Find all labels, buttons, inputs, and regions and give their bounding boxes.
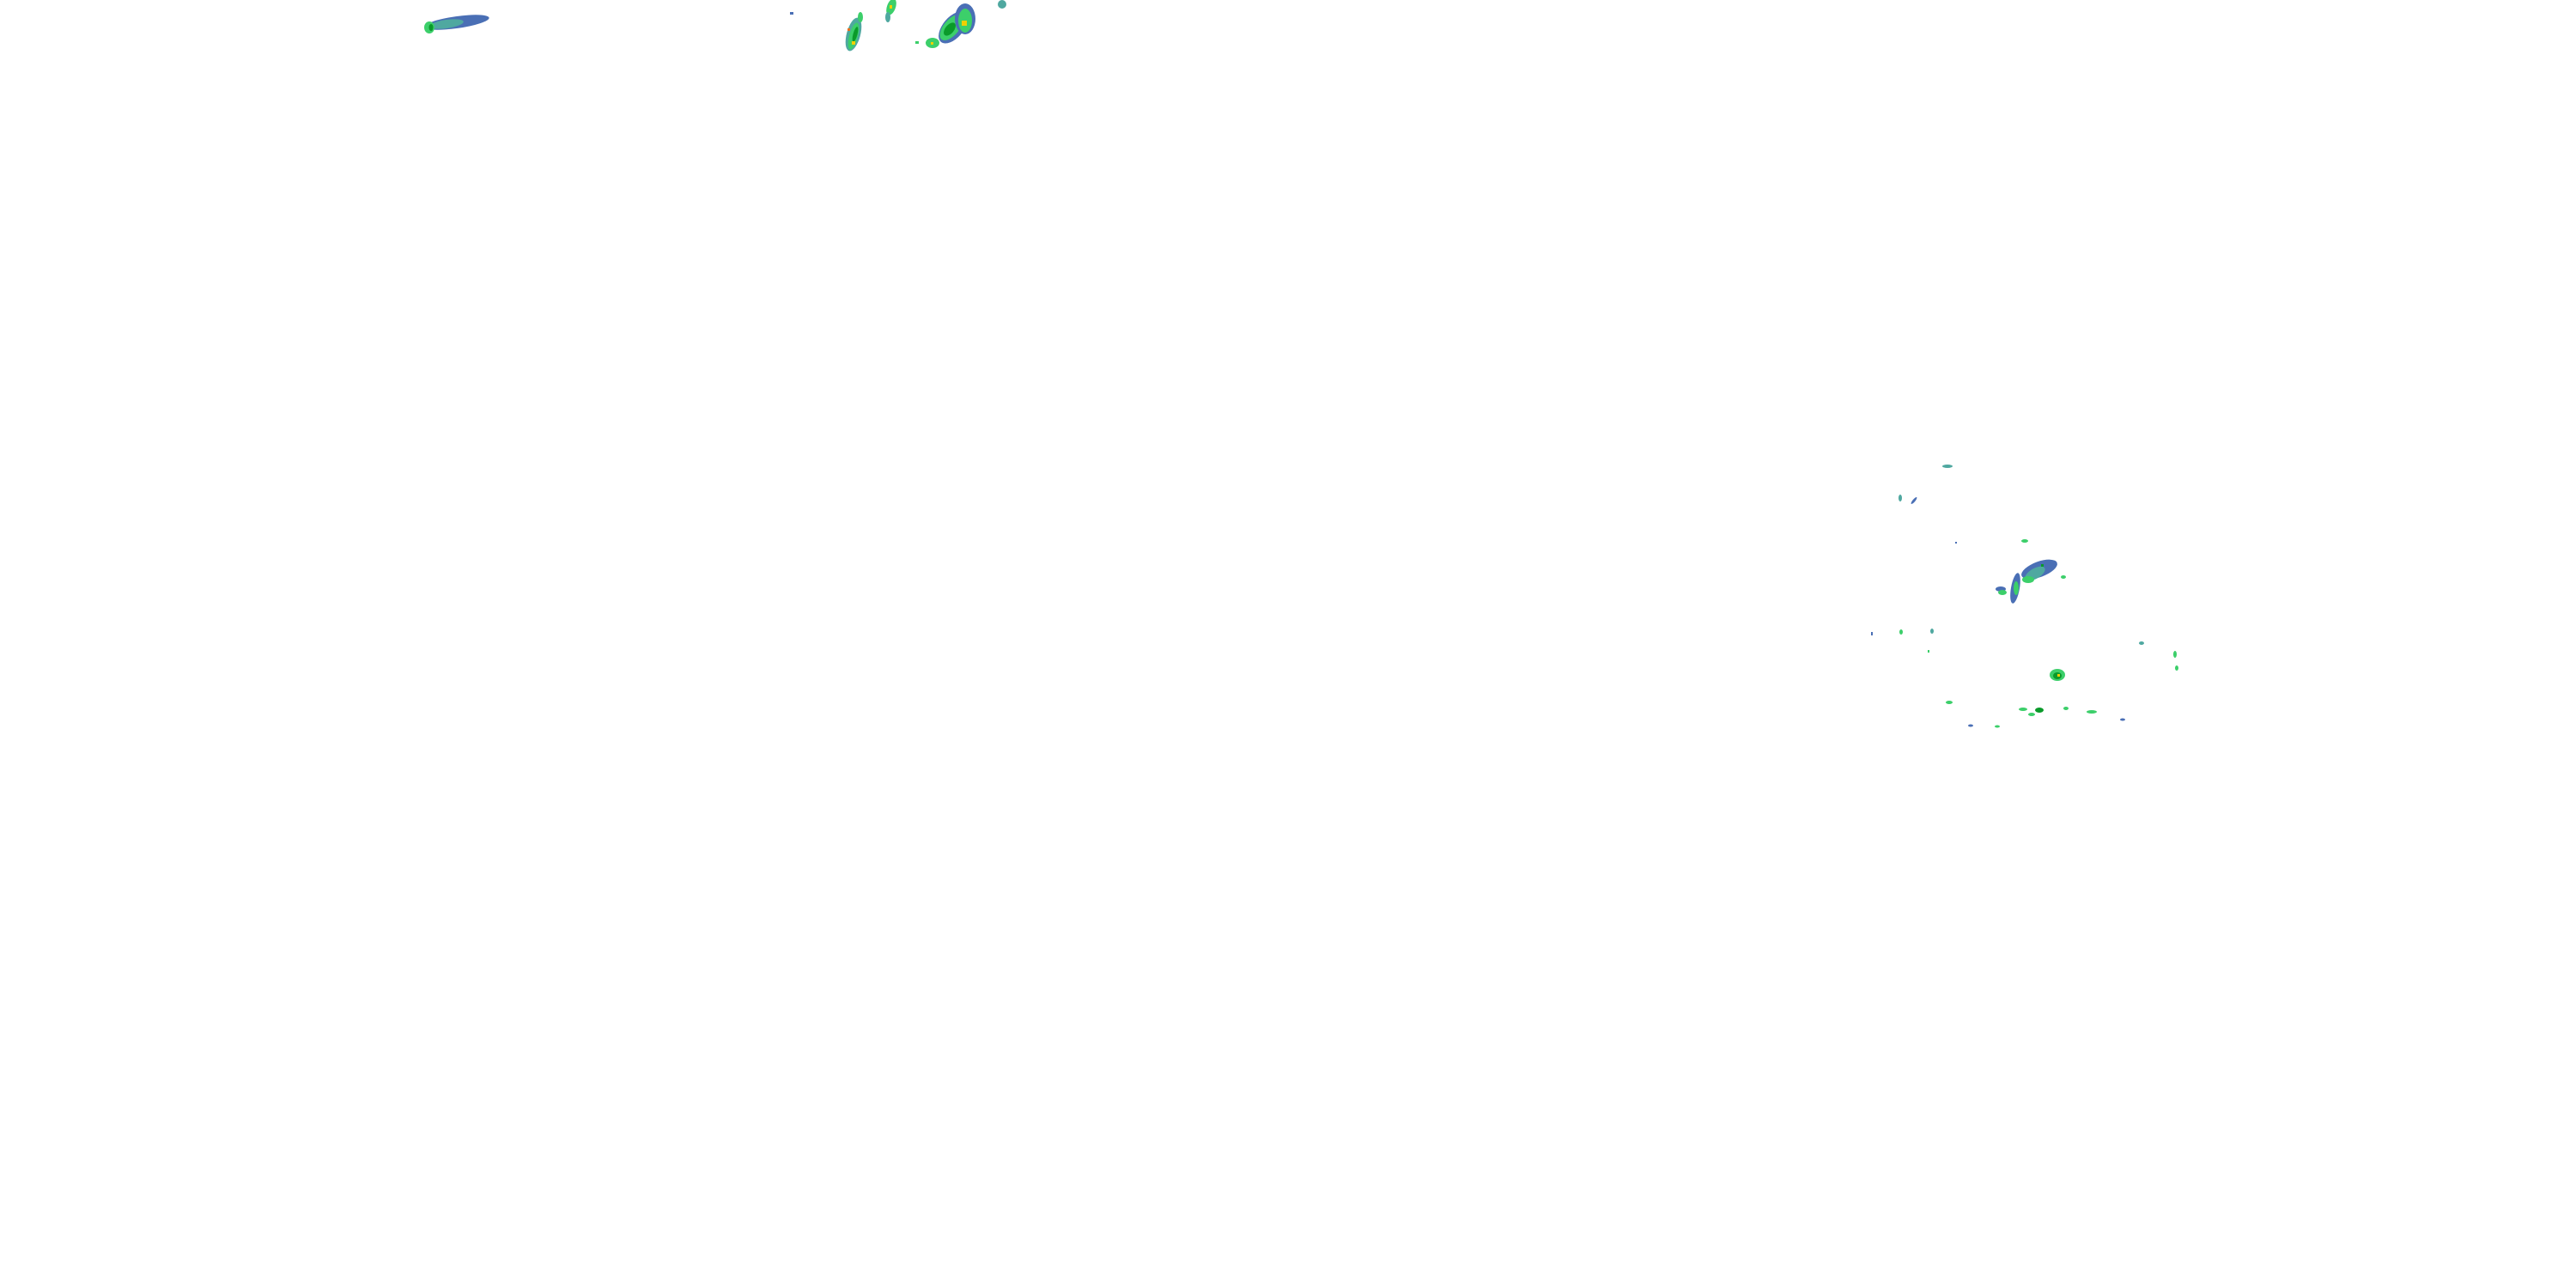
radar-echo <box>790 12 793 15</box>
radar-echo <box>2028 713 2035 716</box>
radar-echo <box>915 41 919 44</box>
radar-echo <box>428 24 434 31</box>
radar-echo <box>2014 581 2019 595</box>
radar-echo <box>1995 725 2000 728</box>
radar-echo <box>1955 542 1957 544</box>
radar-echo <box>1942 465 1953 468</box>
radar-echo <box>1946 701 1953 704</box>
radar-echo <box>2041 564 2044 567</box>
radar-echo <box>2063 707 2069 710</box>
radar-echo <box>858 12 863 22</box>
radar-echo <box>1968 724 1973 727</box>
radar-echo <box>1928 650 1929 653</box>
radar-echo <box>998 0 1006 9</box>
storm-cells-north <box>790 0 1006 52</box>
echo-band-northwest <box>424 15 489 33</box>
radar-echo <box>2057 674 2060 677</box>
radar-echo <box>848 28 850 31</box>
radar-echo <box>885 12 890 22</box>
radar-echo <box>2061 575 2066 579</box>
radar-echo <box>1899 495 1902 501</box>
radar-echo <box>2019 708 2027 711</box>
radar-echo <box>1871 632 1873 635</box>
radar-echo <box>2139 641 2144 645</box>
radar-echo <box>2173 651 2177 658</box>
radar-echo <box>2021 539 2028 543</box>
radar-echo <box>1899 629 1903 635</box>
radar-echo <box>852 41 855 45</box>
radar-echo <box>852 27 859 42</box>
storm-cells-east <box>1871 465 2178 728</box>
radar-echo <box>2087 710 2097 714</box>
radar-echo <box>962 21 967 26</box>
radar-echo <box>429 19 464 29</box>
radar-echo <box>1998 590 2007 595</box>
radar-echo <box>890 5 892 9</box>
radar-echo <box>944 22 956 36</box>
radar-echo <box>2120 718 2125 721</box>
radar-echo <box>2022 576 2034 583</box>
radar-echo <box>1911 497 1917 504</box>
radar-echo <box>931 42 933 45</box>
radar-echo <box>2035 708 2044 713</box>
radar-echo <box>1930 629 1934 634</box>
radar-echo <box>2175 665 2178 671</box>
